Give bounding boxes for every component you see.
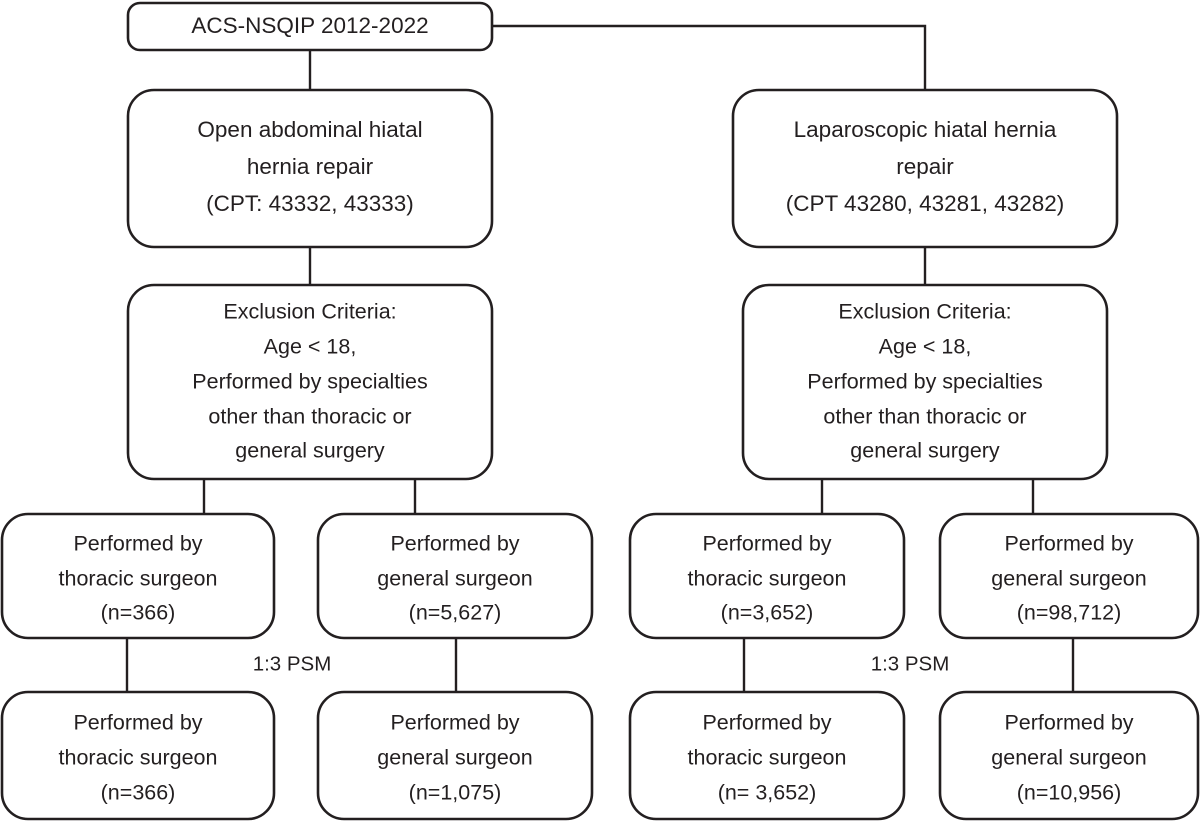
node-open-thoracic-postmatch[interactable]: Performed by thoracic surgeon (n=366): [0, 690, 276, 821]
node-open-cohort-line1: Open abdominal hiatal: [197, 117, 422, 142]
node-open-general-postmatch-line1: Performed by: [390, 711, 519, 735]
node-laparoscopic-general-postmatch-line2: general surgeon: [991, 746, 1146, 770]
node-open-general-prematch[interactable]: Performed by general surgeon (n=5,627): [316, 512, 594, 640]
node-open-exclusion-line1: Exclusion Criteria:: [223, 300, 396, 324]
node-open-thoracic-prematch[interactable]: Performed by thoracic surgeon (n=366): [0, 512, 276, 640]
node-laparoscopic-thoracic-postmatch-line1: Performed by: [702, 711, 831, 735]
node-laparoscopic-thoracic-prematch[interactable]: Performed by thoracic surgeon (n=3,652): [628, 512, 906, 640]
node-open-general-postmatch[interactable]: Performed by general surgeon (n=1,075): [316, 690, 594, 821]
node-open-cohort-line3: (CPT: 43332, 43333): [206, 191, 414, 216]
node-laparoscopic-exclusion-line5: general surgery: [850, 439, 1000, 463]
node-laparoscopic-general-postmatch-line1: Performed by: [1004, 711, 1133, 735]
node-open-exclusion-box[interactable]: [126, 283, 494, 481]
connector-layer: [125, 24, 1075, 692]
node-laparoscopic-exclusion-box[interactable]: [741, 283, 1109, 481]
node-open-cohort-box[interactable]: [126, 88, 494, 249]
node-laparoscopic-general-prematch-line1: Performed by: [1004, 532, 1133, 556]
node-open-general-prematch-line1: Performed by: [390, 532, 519, 556]
node-open-thoracic-prematch-line3: (n=366): [101, 601, 176, 625]
node-open-thoracic-postmatch-box[interactable]: [0, 690, 276, 821]
node-laparoscopic-exclusion-line3: Performed by specialties: [807, 370, 1042, 394]
node-open-general-postmatch-box[interactable]: [316, 690, 594, 821]
node-laparoscopic-thoracic-prematch-line1: Performed by: [702, 532, 831, 556]
psm-label-open: 1:3 PSM: [253, 652, 332, 675]
node-open-thoracic-prematch-line1: Performed by: [73, 532, 202, 556]
node-open-cohort-line2: hernia repair: [247, 154, 374, 179]
node-open-exclusion-line4: other than thoracic or: [208, 405, 411, 429]
node-laparoscopic-general-prematch-line2: general surgeon: [991, 567, 1146, 591]
node-laparoscopic-cohort-line1: Laparoscopic hiatal hernia: [794, 117, 1057, 142]
node-laparoscopic-thoracic-postmatch-line2: thoracic surgeon: [688, 746, 847, 770]
node-laparoscopic-cohort[interactable]: Laparoscopic hiatal hernia repair (CPT 4…: [731, 88, 1119, 249]
node-open-thoracic-postmatch-line1: Performed by: [73, 711, 202, 735]
node-open-general-postmatch-line3: (n=1,075): [409, 781, 502, 805]
node-open-exclusion-line3: Performed by specialties: [192, 370, 427, 394]
node-root-box[interactable]: [126, 1, 494, 52]
node-laparoscopic-general-postmatch[interactable]: Performed by general surgeon (n=10,956): [938, 690, 1200, 821]
node-laparoscopic-thoracic-postmatch-box[interactable]: [628, 690, 906, 821]
node-open-exclusion[interactable]: Exclusion Criteria: Age < 18, Performed …: [126, 283, 494, 481]
node-laparoscopic-thoracic-postmatch[interactable]: Performed by thoracic surgeon (n= 3,652): [628, 690, 906, 821]
node-laparoscopic-exclusion[interactable]: Exclusion Criteria: Age < 18, Performed …: [741, 283, 1109, 481]
node-open-thoracic-postmatch-line3: (n=366): [101, 781, 176, 805]
node-open-exclusion-line5: general surgery: [235, 439, 385, 463]
node-laparoscopic-general-prematch-box[interactable]: [938, 512, 1200, 640]
node-laparoscopic-thoracic-prematch-line3: (n=3,652): [721, 601, 814, 625]
psm-label-laparoscopic: 1:3 PSM: [871, 652, 950, 675]
node-open-thoracic-postmatch-line2: thoracic surgeon: [59, 746, 218, 770]
node-laparoscopic-exclusion-line4: other than thoracic or: [823, 405, 1026, 429]
node-laparoscopic-general-prematch-line3: (n=98,712): [1017, 601, 1122, 625]
node-laparoscopic-general-postmatch-box[interactable]: [938, 690, 1200, 821]
node-laparoscopic-exclusion-line2: Age < 18,: [879, 335, 972, 359]
node-laparoscopic-thoracic-prematch-box[interactable]: [628, 512, 906, 640]
node-open-general-postmatch-line2: general surgeon: [377, 746, 532, 770]
connector-root-to-laparoscopic: [492, 24, 927, 90]
node-laparoscopic-exclusion-line1: Exclusion Criteria:: [838, 300, 1011, 324]
node-open-cohort[interactable]: Open abdominal hiatal hernia repair (CPT…: [126, 88, 494, 249]
node-root[interactable]: ACS-NSQIP 2012-2022: [126, 1, 494, 52]
node-laparoscopic-cohort-line2: repair: [896, 154, 954, 179]
node-open-general-prematch-line2: general surgeon: [377, 567, 532, 591]
node-open-general-prematch-box[interactable]: [316, 512, 594, 640]
node-open-thoracic-prematch-line2: thoracic surgeon: [59, 567, 218, 591]
node-root-label: ACS-NSQIP 2012-2022: [191, 13, 428, 38]
node-laparoscopic-thoracic-prematch-line2: thoracic surgeon: [688, 567, 847, 591]
node-laparoscopic-general-prematch[interactable]: Performed by general surgeon (n=98,712): [938, 512, 1200, 640]
node-laparoscopic-cohort-line3: (CPT 43280, 43281, 43282): [786, 191, 1065, 216]
node-open-general-prematch-line3: (n=5,627): [409, 601, 502, 625]
node-open-thoracic-prematch-box[interactable]: [0, 512, 276, 640]
node-open-exclusion-line2: Age < 18,: [264, 335, 357, 359]
node-laparoscopic-general-postmatch-line3: (n=10,956): [1017, 781, 1122, 805]
node-laparoscopic-cohort-box[interactable]: [731, 88, 1119, 249]
node-laparoscopic-thoracic-postmatch-line3: (n= 3,652): [718, 781, 817, 805]
